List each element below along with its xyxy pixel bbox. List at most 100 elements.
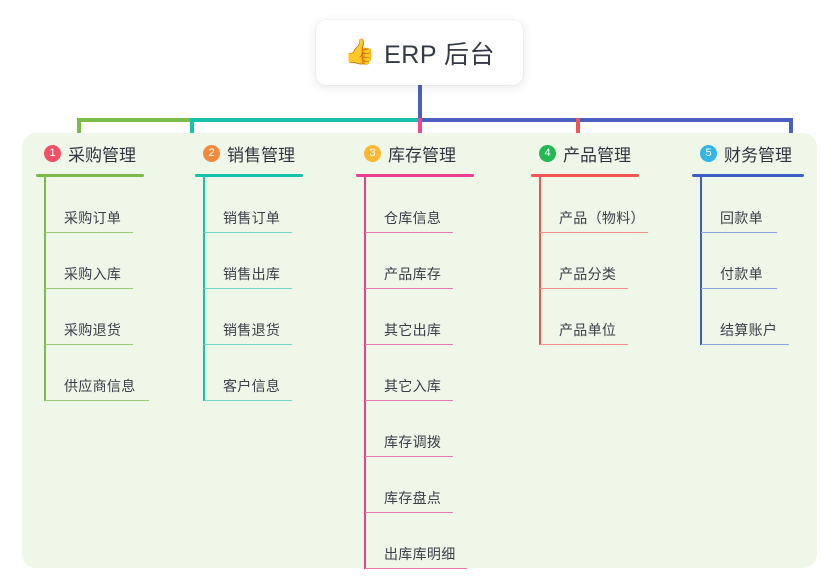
branch-items-1: 采购订单采购入库采购退货供应商信息: [36, 177, 185, 401]
branch-item-label: 客户信息: [223, 378, 281, 394]
thumbs-up-icon: 👍: [343, 38, 376, 66]
branch-item-rule: [365, 399, 453, 401]
branch-rule-5: [692, 174, 804, 177]
branch-header-4[interactable]: 4 产品管理: [531, 133, 678, 173]
branch-item[interactable]: 产品分类: [531, 233, 678, 289]
root-title: ERP 后台: [384, 40, 496, 69]
branch-item[interactable]: 销售退货: [195, 289, 343, 345]
branch-column-1: 1 采购管理采购订单采购入库采购退货供应商信息: [22, 133, 185, 568]
branch-item[interactable]: 其它出库: [356, 289, 518, 345]
branch-item-rule: [365, 511, 453, 513]
branch-item[interactable]: 产品单位: [531, 289, 678, 345]
branch-item-rule: [540, 231, 648, 233]
branch-badge-5: 5: [700, 144, 717, 162]
branch-item-label: 仓库信息: [384, 210, 442, 226]
branch-item[interactable]: 其它入库: [356, 345, 518, 401]
branch-item-rule: [45, 231, 133, 233]
branch-item-label: 结算账户: [720, 322, 778, 338]
branch-item[interactable]: 出库库明细: [356, 513, 518, 569]
branch-spine-3: [364, 177, 366, 569]
branch-item-rule: [540, 287, 628, 289]
branch-items-4: 产品（物料） 产品分类产品单位: [531, 177, 678, 345]
branch-title-5: 财务管理: [724, 145, 792, 165]
branch-spine-4: [539, 177, 541, 345]
branch-item-rule: [204, 399, 292, 401]
branch-item[interactable]: 库存盘点: [356, 457, 518, 513]
branch-item[interactable]: 客户信息: [195, 345, 343, 401]
branch-item[interactable]: 产品库存: [356, 233, 518, 289]
branch-item-label: 采购订单: [64, 210, 122, 226]
branch-spine-2: [203, 177, 205, 401]
branch-item-label: 产品分类: [559, 266, 617, 282]
branch-item-label: 其它出库: [384, 322, 442, 338]
branch-items-3: 仓库信息产品库存其它出库其它入库库存调拨库存盘点出库库明细: [356, 177, 518, 569]
branch-header-5[interactable]: 5 财务管理: [692, 133, 817, 173]
branch-item-label: 销售出库: [223, 266, 281, 282]
branch-spine-1: [44, 177, 46, 401]
root-node[interactable]: 👍 ERP 后台: [316, 20, 523, 85]
branch-item-rule: [204, 287, 292, 289]
branch-item-rule: [701, 231, 777, 233]
branch-item-rule: [365, 231, 453, 233]
branch-header-2[interactable]: 2 销售管理: [195, 133, 343, 173]
branch-items-5: 回款单付款单结算账户: [692, 177, 817, 345]
branch-rule-1: [36, 174, 144, 177]
branch-item-rule: [365, 343, 453, 345]
branch-item-rule: [204, 231, 292, 233]
branch-badge-3: 3: [364, 144, 381, 162]
branch-badge-4: 4: [539, 144, 556, 162]
branch-item-label: 采购退货: [64, 322, 122, 338]
branch-item[interactable]: 供应商信息: [36, 345, 185, 401]
branch-item-label: 供应商信息: [64, 378, 136, 394]
branch-item-label: 其它入库: [384, 378, 442, 394]
branch-title-4: 产品管理: [563, 145, 631, 165]
branch-item-label: 产品单位: [559, 322, 617, 338]
branch-item-label: 产品（物料）: [559, 210, 645, 226]
branch-item-label: 库存盘点: [384, 490, 442, 506]
branch-column-4: 4 产品管理产品（物料） 产品分类产品单位: [518, 133, 678, 568]
branch-item-rule: [45, 399, 149, 401]
branch-item-rule: [45, 287, 133, 289]
branch-item-label: 销售退货: [223, 322, 281, 338]
branches-panel: [22, 133, 817, 568]
branch-items-2: 销售订单销售出库销售退货客户信息: [195, 177, 343, 401]
branch-item[interactable]: 回款单: [692, 177, 817, 233]
branch-header-1[interactable]: 1 采购管理: [36, 133, 185, 173]
branch-item[interactable]: 库存调拨: [356, 401, 518, 457]
branch-item-rule: [701, 287, 777, 289]
branch-item[interactable]: 采购退货: [36, 289, 185, 345]
branch-title-2: 销售管理: [227, 145, 295, 165]
branch-header-3[interactable]: 3 库存管理: [356, 133, 518, 173]
branch-item[interactable]: 销售出库: [195, 233, 343, 289]
branch-item-label: 产品库存: [384, 266, 442, 282]
branch-item[interactable]: 结算账户: [692, 289, 817, 345]
branch-rule-4: [531, 174, 639, 177]
branch-title-3: 库存管理: [388, 145, 456, 165]
branch-title-1: 采购管理: [68, 145, 136, 165]
branch-item[interactable]: 销售订单: [195, 177, 343, 233]
branch-item[interactable]: 采购入库: [36, 233, 185, 289]
branch-item-rule: [204, 343, 292, 345]
branch-item-rule: [365, 567, 467, 569]
branch-item-label: 销售订单: [223, 210, 281, 226]
branch-item-rule: [365, 455, 453, 457]
branch-badge-1: 1: [44, 144, 61, 162]
branch-item[interactable]: 产品（物料）: [531, 177, 678, 233]
branch-item[interactable]: 仓库信息: [356, 177, 518, 233]
branch-column-3: 3 库存管理仓库信息产品库存其它出库其它入库库存调拨库存盘点出库库明细: [343, 133, 518, 569]
branch-item-label: 付款单: [720, 266, 763, 282]
branch-badge-2: 2: [203, 144, 220, 162]
branch-item-label: 采购入库: [64, 266, 122, 282]
branch-columns: 1 采购管理采购订单采购入库采购退货供应商信息 2 销售管理销售订单销售出库销售退货客…: [22, 133, 817, 569]
branch-item-label: 出库库明细: [384, 546, 456, 562]
branch-item[interactable]: 付款单: [692, 233, 817, 289]
branch-item-label: 回款单: [720, 210, 763, 226]
branch-item[interactable]: 采购订单: [36, 177, 185, 233]
branch-rule-3: [356, 174, 474, 177]
branch-column-5: 5 财务管理回款单付款单结算账户: [678, 133, 817, 568]
branch-item-label: 库存调拨: [384, 434, 442, 450]
branch-spine-5: [700, 177, 702, 345]
branch-item-rule: [701, 343, 789, 345]
branch-item-rule: [540, 343, 628, 345]
